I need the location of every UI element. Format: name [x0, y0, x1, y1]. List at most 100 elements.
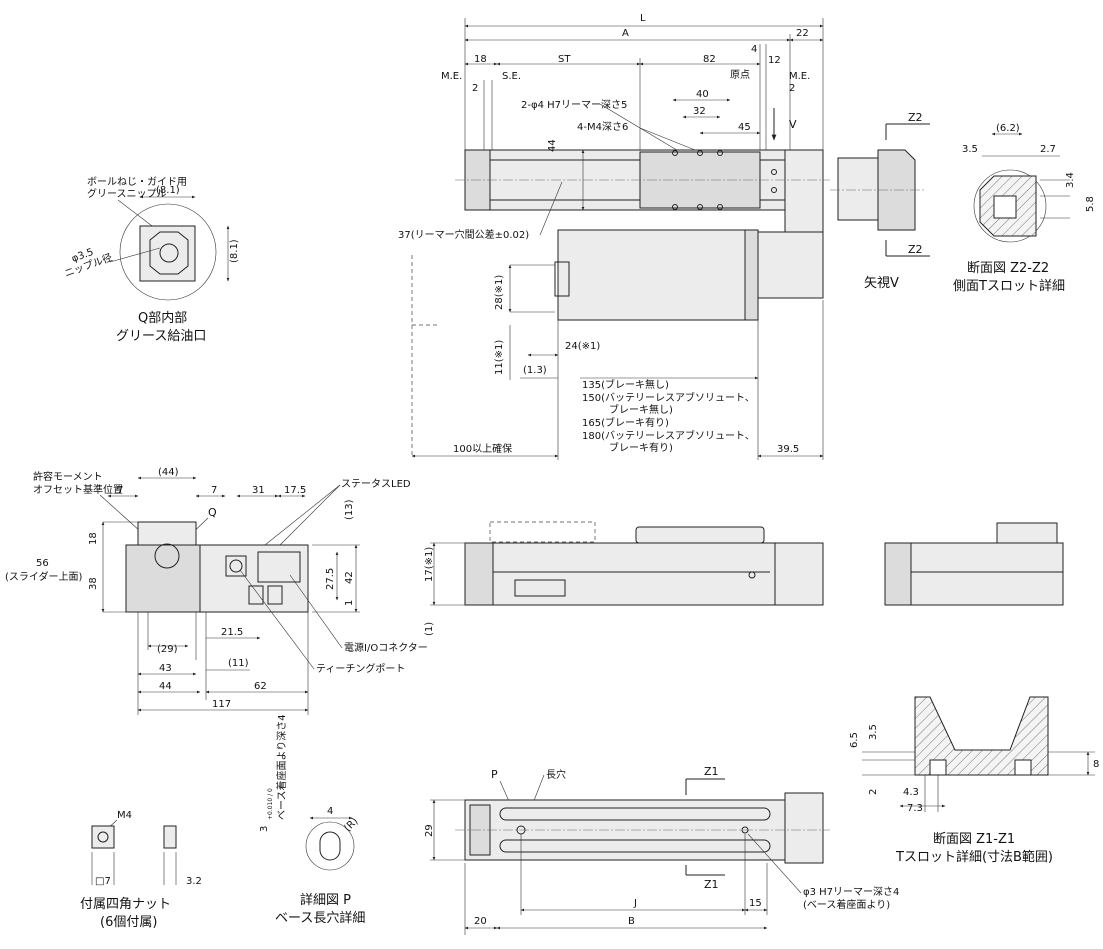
view-v-body: [837, 157, 881, 221]
teaching-port: [225, 555, 247, 577]
label-len-4: 180(バッテリーレスアブソリュート、: [582, 429, 755, 442]
grease-port-circle: [154, 543, 180, 569]
dim-82: 82: [703, 54, 716, 65]
leader-line: [279, 484, 341, 546]
detail-circle-p: [305, 821, 355, 871]
label-reamer3-0: φ3 H7リーマー深さ4: [803, 886, 899, 898]
controller-box: [199, 544, 309, 613]
dim-2-left: 2: [472, 83, 478, 94]
dim-42: 42: [344, 571, 355, 584]
title-q-1: グリース給油口: [116, 329, 206, 344]
reamer-hole: [741, 826, 749, 834]
hole: [717, 150, 723, 156]
title-p-0: 詳細図 P: [300, 892, 351, 908]
leader-line: [264, 484, 341, 546]
label-q: Q: [208, 506, 217, 519]
dim-24: 24(※1): [565, 341, 600, 352]
front-motor-end: [774, 542, 824, 606]
power-connector: [257, 551, 301, 583]
label-moment-1: オフセット基準位置: [33, 483, 123, 496]
back-top: [996, 522, 1058, 544]
label-me-right: M.E.: [789, 71, 810, 82]
dim-3-2: 3.2: [186, 876, 202, 887]
teaching-port-circle: [229, 559, 243, 573]
label-origin: 原点: [730, 69, 750, 81]
label-z2-bottom: Z2: [908, 243, 923, 256]
leader-line: [109, 247, 161, 263]
top-view: L A 22 18 ST 82 4 12 M.E. S.E. 2 原点 M.E.…: [398, 13, 830, 460]
label-m4: M4: [117, 810, 132, 821]
detail-q: ボールねじ・ガイド用 グリースニップル (8.1) (8.1) φ3.5 ニップ…: [63, 176, 240, 344]
hole: [672, 204, 678, 210]
detail-circle-z2: [973, 169, 1047, 243]
dim-r: (R): [342, 816, 360, 834]
bottom-motor-end: [784, 792, 824, 864]
dim-32: 32: [693, 106, 706, 117]
dim-21-5: 21.5: [221, 627, 243, 638]
dim-1-3: (1.3): [523, 365, 547, 376]
dim-ST: ST: [558, 54, 571, 65]
label-reamer3-1: (ベース着座面より): [803, 898, 890, 911]
dim-27-5: 27.5: [325, 568, 336, 590]
connector-front: [514, 579, 566, 597]
switch: [248, 585, 264, 605]
label-len-3: 165(ブレーキ有り): [582, 416, 669, 429]
section-z1: 6.5 3.5 2 4.3 7.3 8 断面図 Z1-Z1 Tスロット詳細(寸法…: [849, 696, 1099, 865]
title-q-0: Q部内部: [138, 310, 187, 326]
motor-back: [757, 231, 824, 299]
dim-4: 4: [751, 44, 757, 55]
label-se: S.E.: [502, 71, 521, 82]
back-endcap: [884, 542, 912, 606]
label-reamer2: 2-φ4 H7リーマー深さ5: [521, 99, 627, 111]
end-view: 許容モーメント オフセット基準位置 7 (44) 7 Q 31 17.5 ステー…: [5, 467, 428, 715]
dim-3-5b: 3.5: [868, 724, 879, 740]
label-37: 37(リーマー穴間公差±0.02): [398, 228, 529, 241]
bottom-view: P 長穴 Z1 29 Z1 J 15 20 B φ3 H7リーマー深さ4: [424, 765, 899, 935]
title-z2-0: 断面図 Z2-Z2: [967, 261, 1049, 276]
dim-44-bottom: 44: [159, 681, 172, 692]
screw: [748, 571, 756, 579]
t-slot-b: [1014, 759, 1032, 776]
title-nut-0: 付属四角ナット: [80, 897, 171, 912]
connector-stub: [554, 261, 570, 297]
dim-B: B: [628, 916, 635, 927]
dim-29p: (29): [157, 644, 178, 655]
q-block: [139, 225, 196, 282]
title-p-1: ベース長穴詳細: [275, 910, 365, 926]
title-z1-1: Tスロット詳細(寸法B範囲): [895, 849, 1053, 865]
label-grease-0: ボールねじ・ガイド用: [87, 176, 187, 188]
dim-18: 18: [474, 54, 487, 65]
motor-cap: [744, 229, 759, 321]
dim-2-7: 2.7: [1040, 144, 1056, 155]
dim-45: 45: [738, 122, 751, 133]
hole: [697, 150, 703, 156]
leader-line: [639, 127, 701, 153]
dim-22: 22: [796, 28, 809, 39]
dim-3-5: 3.5: [962, 144, 978, 155]
section-z2: (6.2) 3.5 2.7 3.4 5.8 断面図 Z2-Z2 側面Tスロット詳…: [953, 123, 1096, 294]
label-z1-top: Z1: [704, 765, 719, 778]
dim-7b: 7: [211, 485, 217, 496]
front-view: 17(※1) (1): [424, 521, 824, 636]
dim-5-8: 5.8: [1085, 196, 1096, 212]
dim-56-note: (スライダー上面): [5, 570, 83, 583]
hidden-slider: [489, 521, 596, 543]
dim-8: 8: [1093, 759, 1099, 770]
label-len-2: ブレーキ無し): [609, 403, 673, 416]
title-nut-1: (6個付属): [100, 915, 157, 930]
label-me-left: M.E.: [441, 71, 462, 82]
label-p-depth: ベース着座面より深さ4: [275, 714, 288, 820]
label-teaching: ティーチングポート: [316, 662, 405, 675]
label-z1-bottom: Z1: [704, 878, 719, 891]
nipple-hole: [159, 243, 179, 263]
dim-6-5: 6.5: [849, 732, 860, 748]
dim-44-top: 44: [547, 139, 558, 152]
dim-18-side: 18: [88, 532, 99, 545]
dim-13: (13): [344, 499, 355, 520]
back-body: [884, 542, 1064, 606]
dim-15: 15: [749, 898, 762, 909]
slot-top: [499, 807, 771, 821]
front-endcap: [464, 542, 494, 606]
label-p: P: [491, 768, 498, 781]
